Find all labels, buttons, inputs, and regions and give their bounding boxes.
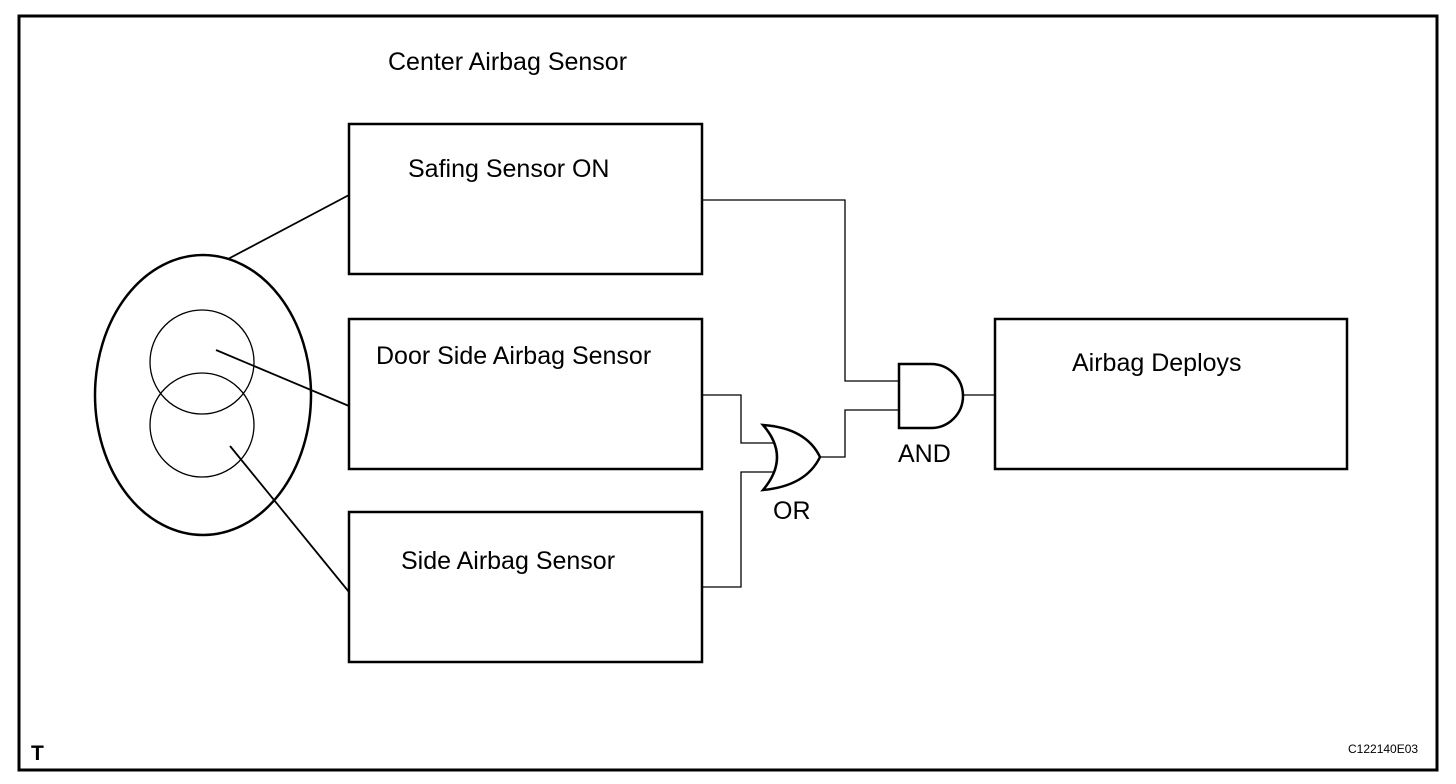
leader-line-door-side (215, 349, 350, 407)
sensor-ellipse-icon (93, 253, 313, 537)
wire-side-to-or (702, 471, 776, 588)
side-airbag-sensor-label: Side Airbag Sensor (401, 547, 615, 575)
or-gate-label: OR (773, 497, 811, 525)
safing-sensor-box: Safing Sensor ON (347, 122, 704, 276)
and-gate-label: AND (898, 440, 951, 468)
sensor-outer-ellipse (93, 253, 313, 537)
leader-line-side (229, 445, 350, 593)
leader-line-safing (227, 194, 350, 260)
airbag-deploys-label: Airbag Deploys (1072, 349, 1242, 377)
corner-mark: T (31, 742, 44, 765)
figure-frame (17, 14, 1439, 772)
airbag-deploys-box: Airbag Deploys (993, 317, 1349, 471)
side-airbag-sensor-box: Side Airbag Sensor (347, 510, 704, 664)
wire-or-to-and (820, 409, 899, 458)
door-side-airbag-sensor-label: Door Side Airbag Sensor (376, 342, 651, 370)
figure-code: C122140E03 (1348, 742, 1418, 756)
wire-door-side-to-or (702, 394, 776, 444)
safing-sensor-label: Safing Sensor ON (408, 155, 610, 183)
door-side-airbag-sensor-box: Door Side Airbag Sensor (347, 317, 704, 471)
or-gate-icon (760, 423, 822, 492)
sensor-group-title: Center Airbag Sensor (388, 48, 627, 76)
sensor-lower-circle (149, 372, 255, 478)
and-gate-icon (897, 362, 965, 430)
wire-safing-to-and (702, 199, 899, 382)
sensor-upper-circle (149, 309, 255, 415)
